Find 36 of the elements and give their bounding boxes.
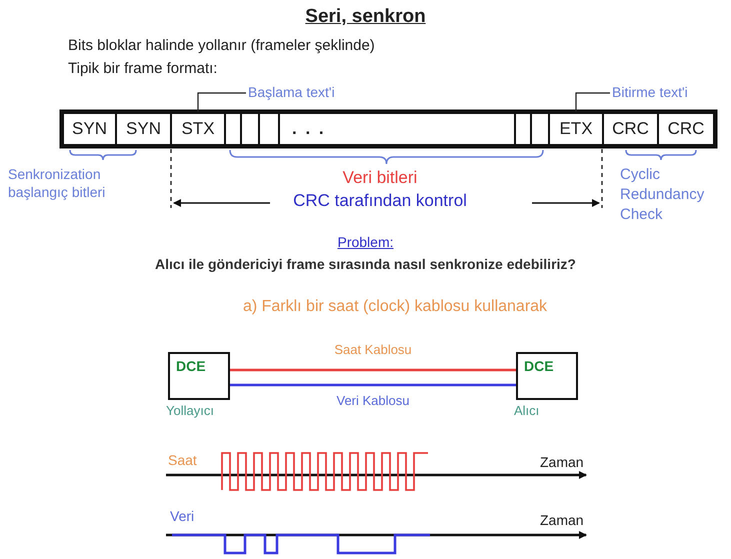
signal-label: Veri (170, 508, 194, 524)
frame-cell: SYN (62, 112, 117, 146)
heading: Problem: (336, 234, 395, 250)
cable-line (230, 384, 516, 386)
axis-label: Zaman (540, 512, 584, 528)
frame-cell: CRC (602, 112, 659, 146)
cable-line (230, 368, 516, 372)
subheading: a) Farklı bir saat (clock) kablosu kullanarak (242, 298, 548, 316)
frame-cell: SYN (115, 112, 172, 146)
frame-cell: . . . (278, 112, 516, 146)
frame-cell: STX (170, 112, 226, 146)
brace-label: Veri bitleri (342, 168, 418, 188)
edge-label: Saat Kablosu (333, 342, 413, 357)
frame-cell: CRC (657, 112, 715, 146)
text-line: Tipik bir frame formatı: (68, 60, 218, 77)
callout-text: Başlama text'i (248, 84, 368, 104)
leader-line (575, 92, 610, 112)
device-box: DCE (516, 352, 578, 400)
leader-line (197, 92, 246, 112)
frame-cell (240, 112, 260, 146)
callout-text: Bitirme text'i (612, 84, 722, 104)
brace-label: Cyclic Redundancy Check (620, 165, 706, 225)
axis-label: Zaman (540, 454, 584, 470)
device-box: DCE (168, 352, 230, 400)
signal-label: Saat (168, 452, 197, 468)
text-line: Bits bloklar halinde yollanır (frameler şeklinde) (68, 37, 375, 54)
edge-label: Veri Kablosu (336, 393, 410, 408)
brace-label: Senkronization başlangıç bitleri (8, 165, 106, 201)
question-text: Alıcı ile göndericiyi frame sırasında nasıl senkronize edebiliriz? (154, 256, 577, 272)
dimension-label: CRC tarafından kontrol (292, 191, 468, 211)
title: Seri, senkron (304, 6, 427, 28)
frame-cell (530, 112, 550, 146)
frame-cell: ETX (548, 112, 604, 146)
node-caption: Yollayıcı (166, 403, 214, 418)
frame-cell (258, 112, 280, 146)
node-caption: Alıcı (514, 403, 540, 418)
